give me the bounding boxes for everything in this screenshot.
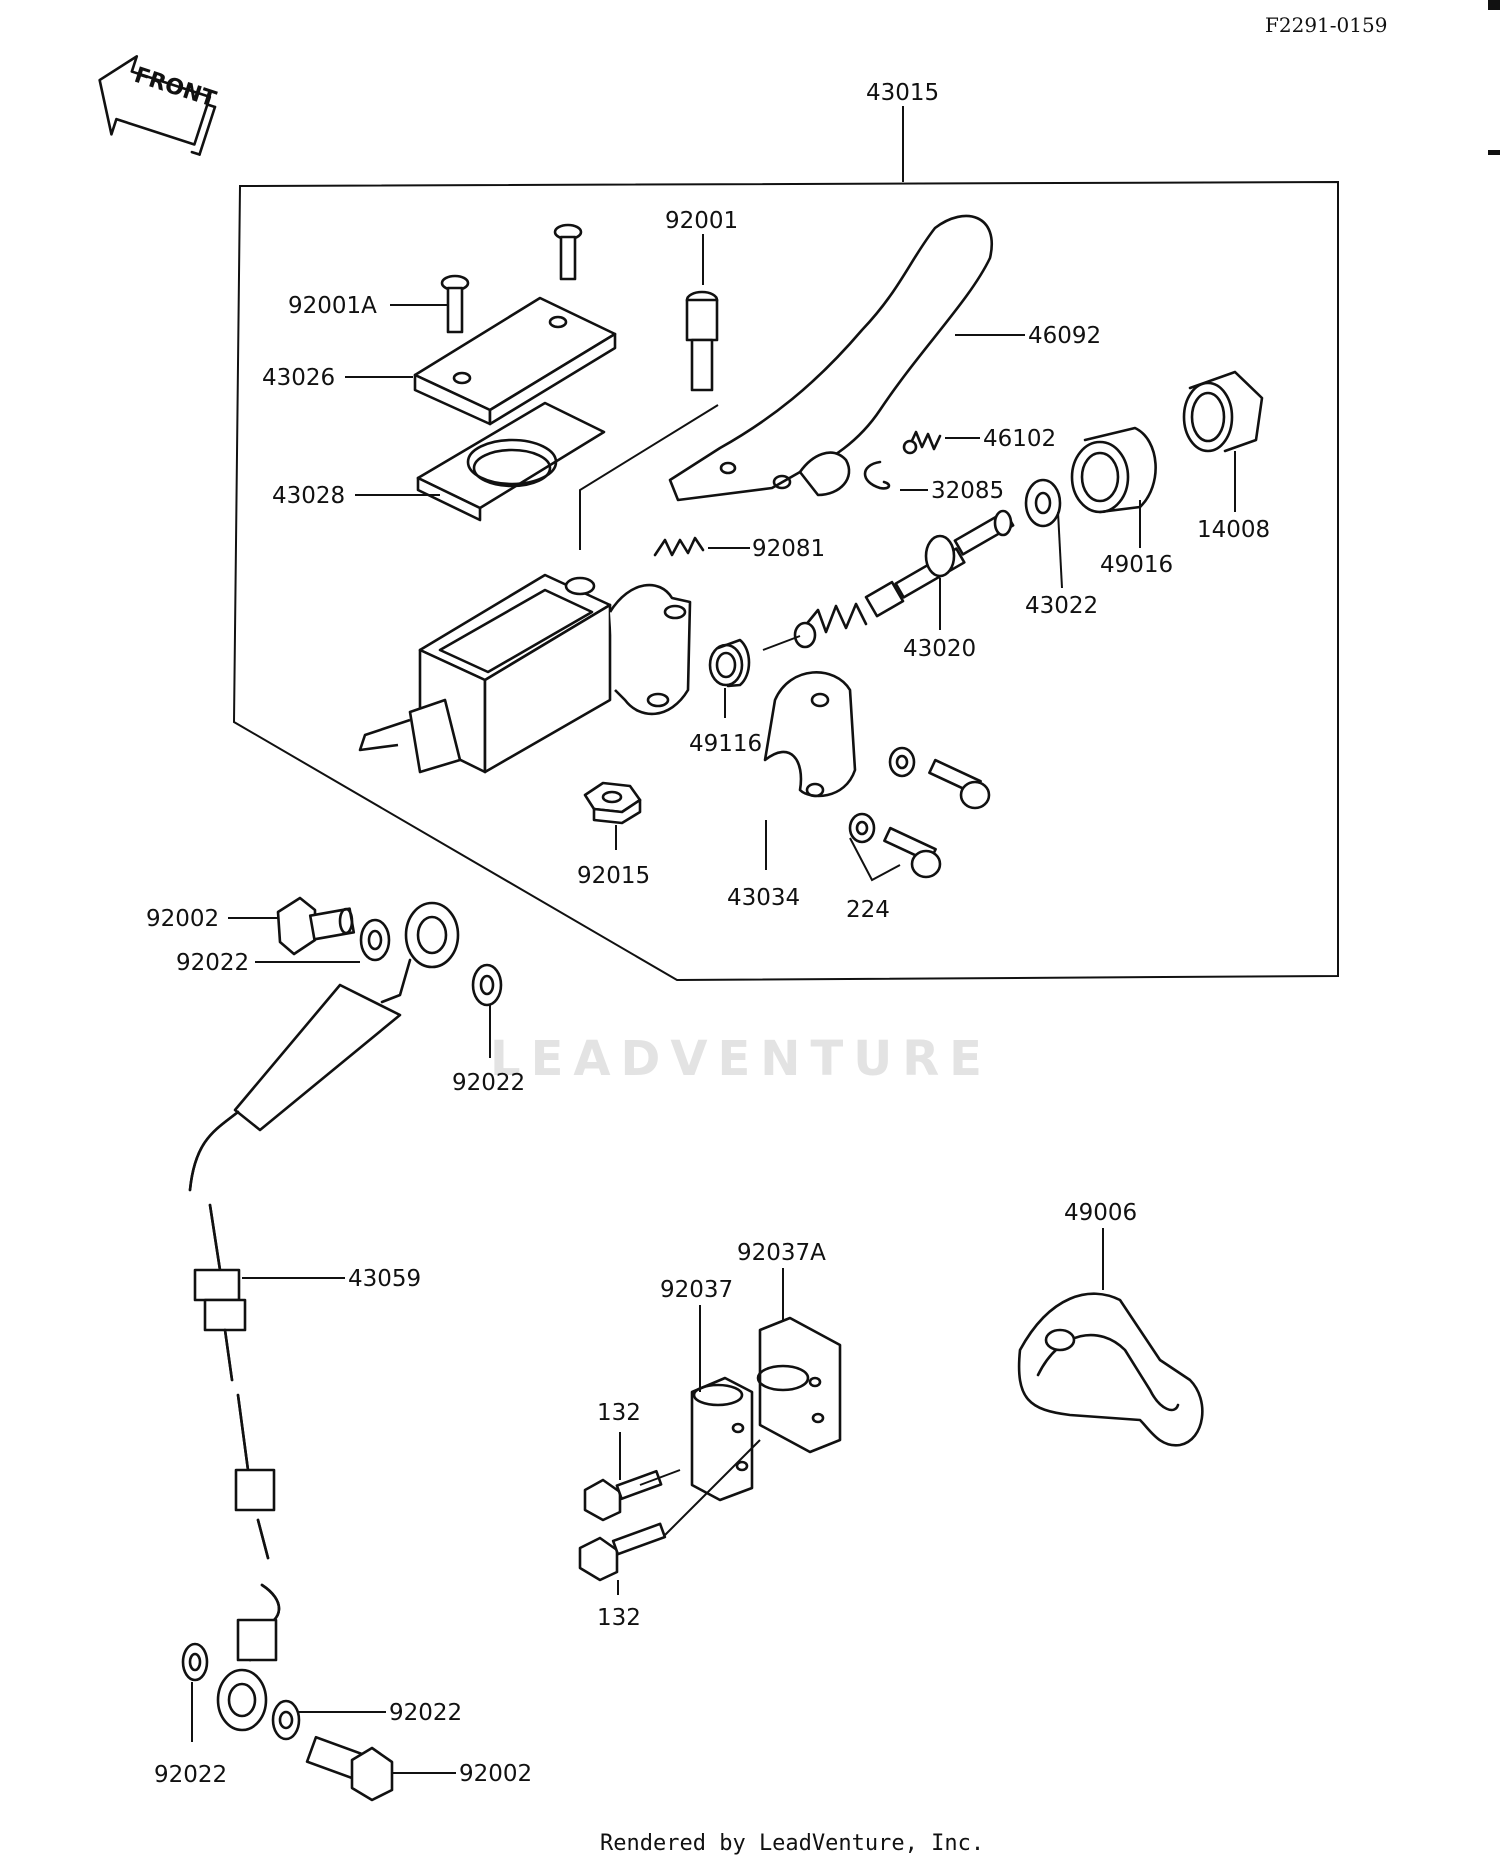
label-49116: 49116 — [689, 731, 762, 757]
spring-46102 — [902, 430, 942, 455]
front-arrow-icon — [98, 55, 217, 156]
label-43022: 43022 — [1025, 593, 1098, 619]
label-49006: 49006 — [1064, 1200, 1137, 1226]
bolt-132-upper — [583, 1469, 663, 1522]
nut-92015 — [583, 781, 642, 825]
label-14008: 14008 — [1197, 517, 1270, 543]
seal-49116 — [708, 638, 751, 688]
reservoir-cover-43026 — [413, 296, 617, 426]
label-92081: 92081 — [752, 536, 825, 562]
washer-92022-c — [271, 1699, 301, 1741]
label-43015: 43015 — [866, 80, 939, 106]
lever-46092 — [668, 214, 993, 502]
label-92022-c: 92022 — [389, 1700, 462, 1726]
leader-piston-line — [762, 635, 801, 651]
label-132-lower: 132 — [597, 1605, 641, 1631]
leader-bolt-bracket-1 — [639, 1469, 681, 1486]
label-46092: 46092 — [1028, 323, 1101, 349]
clamp-bolts-224 — [848, 746, 991, 879]
leader-bolt-bracket-2 — [664, 1439, 761, 1536]
label-92015: 92015 — [577, 863, 650, 889]
pivot-bolt-92001 — [685, 290, 719, 392]
label-92001: 92001 — [665, 208, 738, 234]
brake-hose-43059 — [188, 901, 460, 1732]
label-92001A: 92001A — [288, 293, 377, 319]
bracket-92037 — [690, 1376, 754, 1502]
label-43028: 43028 — [272, 483, 345, 509]
master-cylinder-body — [358, 573, 692, 774]
label-92022-b: 92022 — [452, 1070, 525, 1096]
spring-92081 — [653, 536, 705, 557]
diaphragm-43028 — [416, 401, 606, 522]
label-32085: 32085 — [931, 478, 1004, 504]
edge-mark-mid — [1488, 150, 1500, 155]
bolt-132-lower — [578, 1522, 667, 1582]
washer-43022 — [1024, 478, 1062, 528]
banjo-bolt-92002-bottom — [305, 1735, 394, 1802]
dust-cap-14008 — [1182, 370, 1264, 453]
banjo-bolt-92002-top — [276, 896, 356, 956]
label-92022-d: 92022 — [154, 1762, 227, 1788]
label-43059: 43059 — [348, 1266, 421, 1292]
washer-92022-a — [359, 918, 391, 962]
label-43034: 43034 — [727, 885, 800, 911]
label-43020: 43020 — [903, 636, 976, 662]
diagram-code: F2291-0159 — [1265, 13, 1387, 37]
leader-224 — [849, 837, 901, 882]
label-43026: 43026 — [262, 365, 335, 391]
label-132-upper: 132 — [597, 1400, 641, 1426]
watermark: LEADVENTURE — [490, 1031, 992, 1087]
bracket-92037A — [756, 1316, 842, 1454]
boot-49016 — [1070, 426, 1157, 514]
label-92002-bottom: 92002 — [459, 1761, 532, 1787]
cover-49006 — [1017, 1292, 1204, 1447]
assembly-boundary — [232, 180, 1339, 982]
edge-mark-top — [1488, 0, 1500, 10]
circlip-32085 — [863, 460, 891, 490]
screw-92001a-2 — [440, 274, 470, 334]
washer-92022-b — [471, 963, 503, 1007]
label-92002-top: 92002 — [146, 906, 219, 932]
leader-43022 — [1057, 511, 1063, 589]
clamp-43034 — [763, 671, 857, 798]
piston-43020 — [793, 509, 1015, 649]
label-92037A: 92037A — [737, 1240, 826, 1266]
credit-text: Rendered by LeadVenture, Inc. — [600, 1831, 984, 1856]
label-224: 224 — [846, 897, 890, 923]
label-46102: 46102 — [983, 426, 1056, 452]
leader-bolt-to-body — [579, 404, 719, 550]
washer-92022-d — [181, 1642, 209, 1682]
label-49016: 49016 — [1100, 552, 1173, 578]
label-92037: 92037 — [660, 1277, 733, 1303]
screw-92001a — [553, 223, 583, 281]
label-92022-a: 92022 — [176, 950, 249, 976]
